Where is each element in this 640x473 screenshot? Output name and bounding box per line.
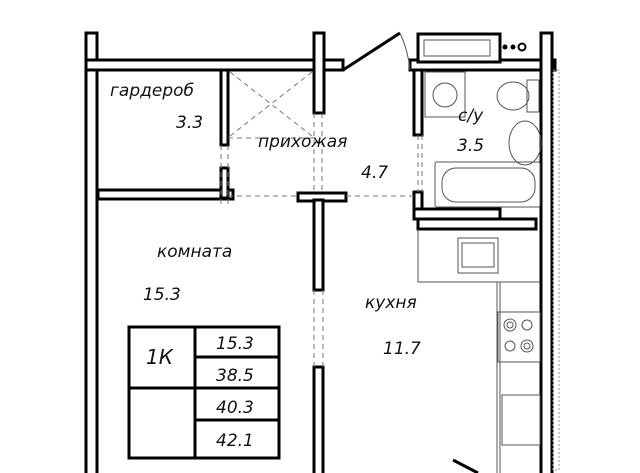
bathtub-icon xyxy=(434,161,541,208)
room-name-hallway: прихожая xyxy=(258,132,347,152)
bathroom-fixtures xyxy=(424,71,542,208)
summary-value: 38.5 xyxy=(216,366,254,386)
room-name-room: комната xyxy=(157,242,232,262)
stove-icon xyxy=(497,311,541,363)
sink-icon xyxy=(508,120,542,166)
summary-value: 42.1 xyxy=(216,431,254,451)
room-area-kitchen: 11.7 xyxy=(383,339,421,359)
room-area-bathroom: 3.5 xyxy=(457,136,484,156)
kitchen-sink-icon xyxy=(457,237,499,274)
room-area-hallway: 4.7 xyxy=(361,163,388,183)
entry-door-leaf xyxy=(342,31,401,72)
room-name-bathroom: с/у xyxy=(458,106,484,126)
summary-value: 40.3 xyxy=(216,398,254,418)
room-area-room: 15.3 xyxy=(143,285,181,305)
room-name-kitchen: кухня xyxy=(365,293,417,313)
summary-table: 1К 15.3 38.5 40.3 42.1 xyxy=(127,325,281,460)
apartment-type: 1К xyxy=(146,345,174,369)
toilet-icon xyxy=(496,81,530,111)
kitchen-fixtures xyxy=(417,229,541,473)
room-area-wardrobe: 3.3 xyxy=(176,113,203,133)
summary-value: 15.3 xyxy=(216,334,254,354)
fridge-icon xyxy=(501,394,541,446)
openings xyxy=(220,31,479,473)
washing-machine-icon xyxy=(424,71,466,118)
room-name-wardrobe: гардероб xyxy=(110,81,194,101)
walls xyxy=(84,31,560,473)
